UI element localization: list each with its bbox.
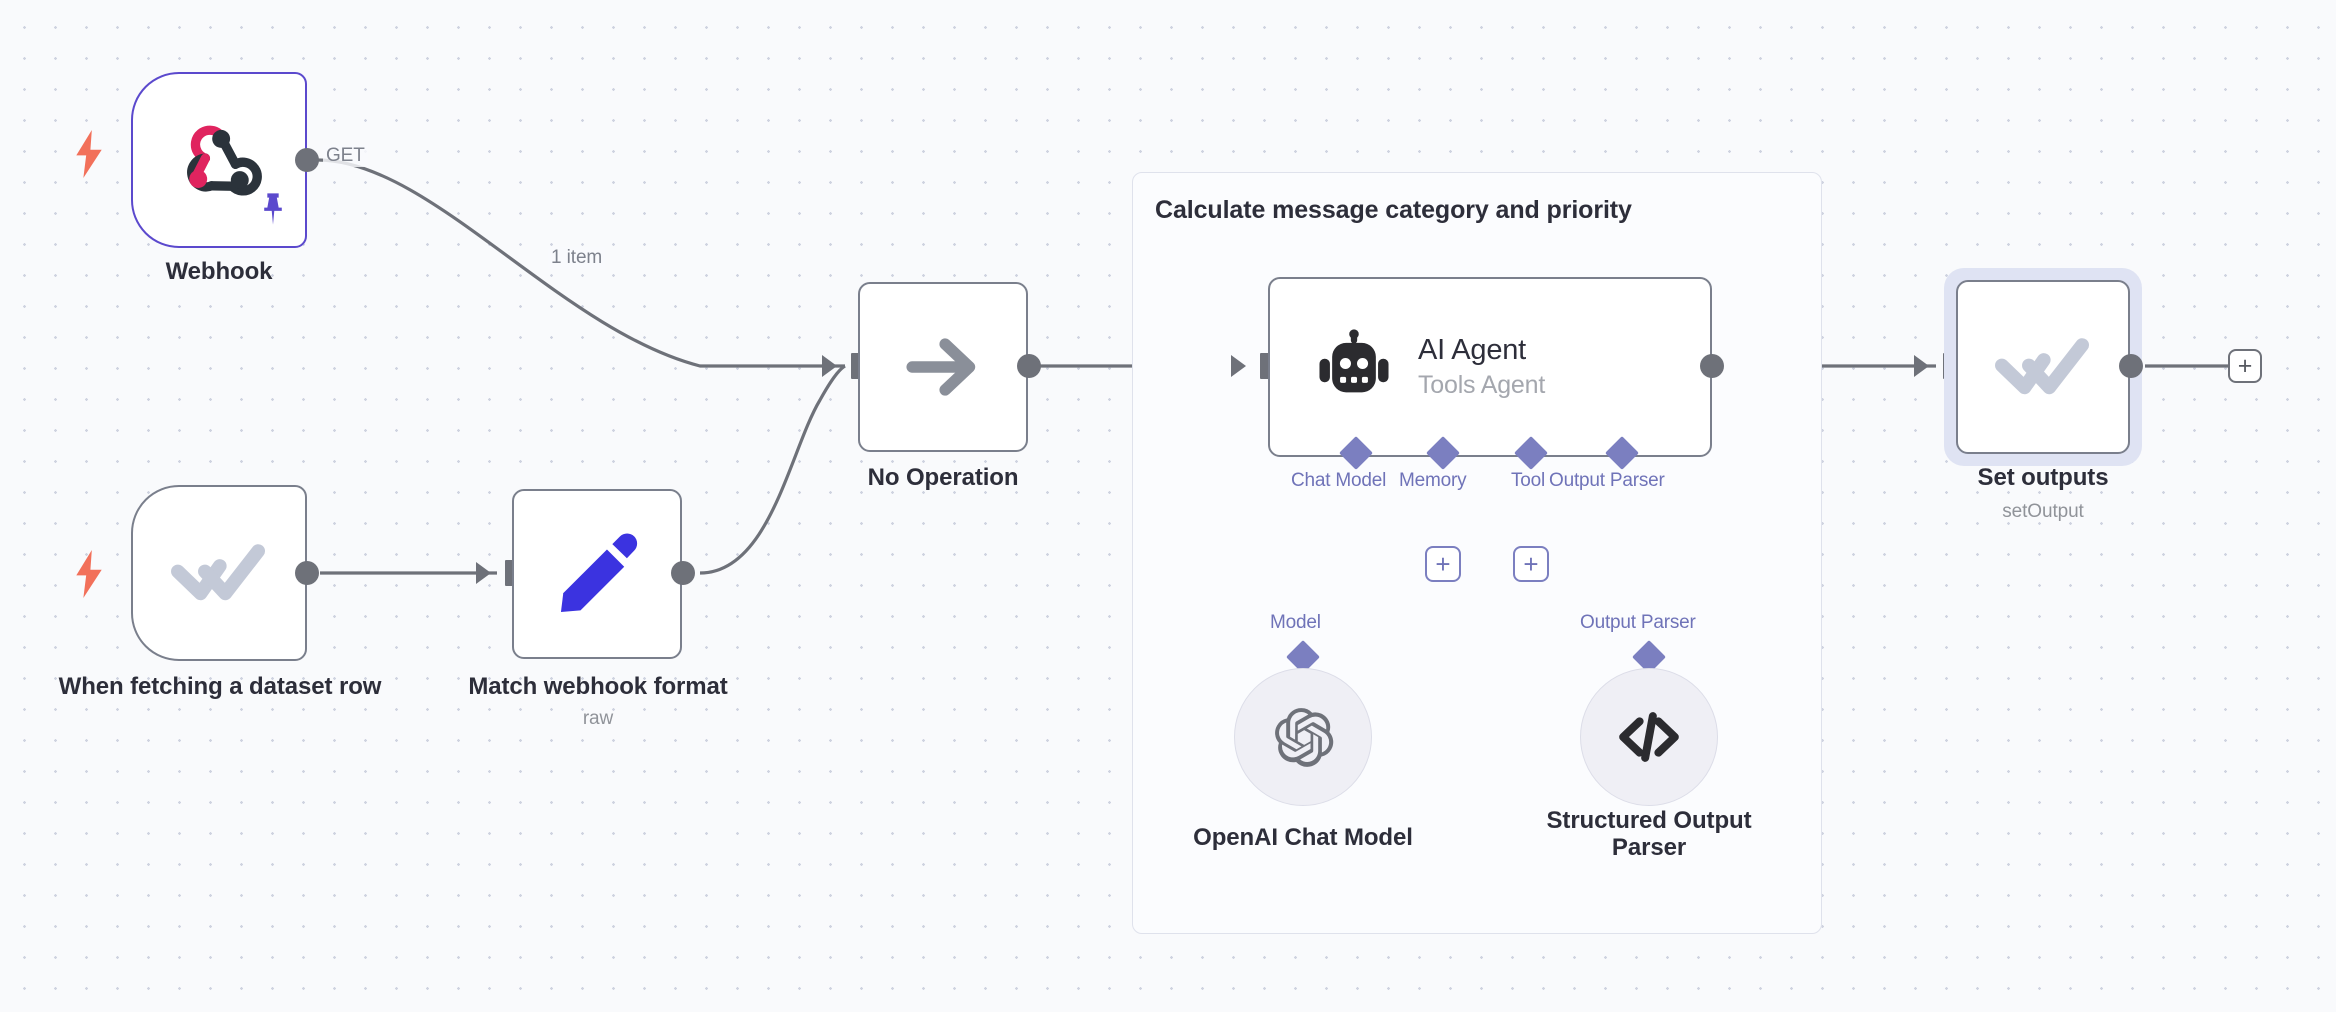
node-title-ai-agent: AI Agent xyxy=(1418,334,1527,366)
port-out-no-operation[interactable] xyxy=(1017,354,1041,378)
node-openai-chat-model[interactable] xyxy=(1234,668,1372,806)
node-webhook[interactable] xyxy=(131,72,307,248)
node-label-match-webhook-format: Match webhook format xyxy=(468,673,728,700)
node-subtitle-ai-agent: Tools Agent xyxy=(1418,371,1546,399)
double-check-icon xyxy=(1995,338,2090,395)
port-out-webhook[interactable] xyxy=(295,148,319,172)
edge-label-item-count: 1 item xyxy=(548,247,606,269)
port-in-ai-agent[interactable] xyxy=(1260,353,1270,379)
port-out-fetch[interactable] xyxy=(295,561,319,585)
port-out-match[interactable] xyxy=(671,561,695,585)
node-when-fetching-a-dataset-row[interactable] xyxy=(131,485,307,661)
edge-label-get: GET xyxy=(323,145,368,167)
add-node-button[interactable]: + xyxy=(2228,349,2262,383)
sub-connector-label-output-parser: Output Parser xyxy=(1580,612,1696,633)
port-in-match[interactable] xyxy=(505,560,515,586)
robot-icon xyxy=(1319,329,1389,393)
arrow-head-ai-agent xyxy=(1231,355,1246,377)
openai-icon xyxy=(1275,708,1334,767)
port-out-ai-agent[interactable] xyxy=(1700,354,1724,378)
node-ai-agent[interactable]: AI Agent Tools Agent xyxy=(1268,277,1712,457)
pencil-icon xyxy=(560,533,638,612)
connector-label-tool: Tool xyxy=(1511,470,1546,491)
node-label-set-outputs: Set outputs xyxy=(1977,464,2109,491)
port-in-no-operation[interactable] xyxy=(851,353,861,379)
node-set-outputs[interactable] xyxy=(1956,280,2130,454)
node-sublabel-set-outputs: setOutput xyxy=(2002,501,2084,522)
connector-label-output-parser: Output Parser xyxy=(1549,470,1665,491)
group-title: Calculate message category and priority xyxy=(1155,196,1632,224)
sub-connector-label-model: Model xyxy=(1270,612,1321,633)
node-label-webhook: Webhook xyxy=(165,258,273,285)
connector-label-chat-model: Chat Model xyxy=(1291,470,1387,491)
trigger-bolt-icon-webhook xyxy=(72,130,106,178)
node-structured-output-parser[interactable] xyxy=(1580,668,1718,806)
port-out-set-outputs[interactable] xyxy=(2119,354,2143,378)
add-tool-button[interactable]: + xyxy=(1513,546,1549,582)
node-label-openai-chat-model: OpenAI Chat Model xyxy=(1193,824,1413,851)
node-sublabel-match-webhook-format: raw xyxy=(582,708,614,729)
add-memory-button[interactable]: + xyxy=(1425,546,1461,582)
node-no-operation[interactable] xyxy=(858,282,1028,452)
arrow-head-set-outputs xyxy=(1914,355,1929,377)
trigger-bolt-icon-fetch xyxy=(72,550,106,598)
node-match-webhook-format[interactable] xyxy=(512,489,682,659)
double-check-icon xyxy=(171,544,266,601)
pin-icon-webhook[interactable] xyxy=(258,192,288,226)
arrow-head-no-operation xyxy=(822,355,837,377)
node-label-when-fetching-a-dataset-row: When fetching a dataset row xyxy=(58,673,382,700)
webhook-icon xyxy=(187,125,262,196)
node-label-structured-output-parser: Structured Output Parser xyxy=(1546,807,1752,862)
code-brackets-icon xyxy=(1619,712,1679,762)
arrow-head-match xyxy=(476,562,491,584)
node-label-no-operation: No Operation xyxy=(867,464,1019,491)
connector-label-memory: Memory xyxy=(1399,470,1467,491)
arrow-right-icon xyxy=(906,338,976,396)
